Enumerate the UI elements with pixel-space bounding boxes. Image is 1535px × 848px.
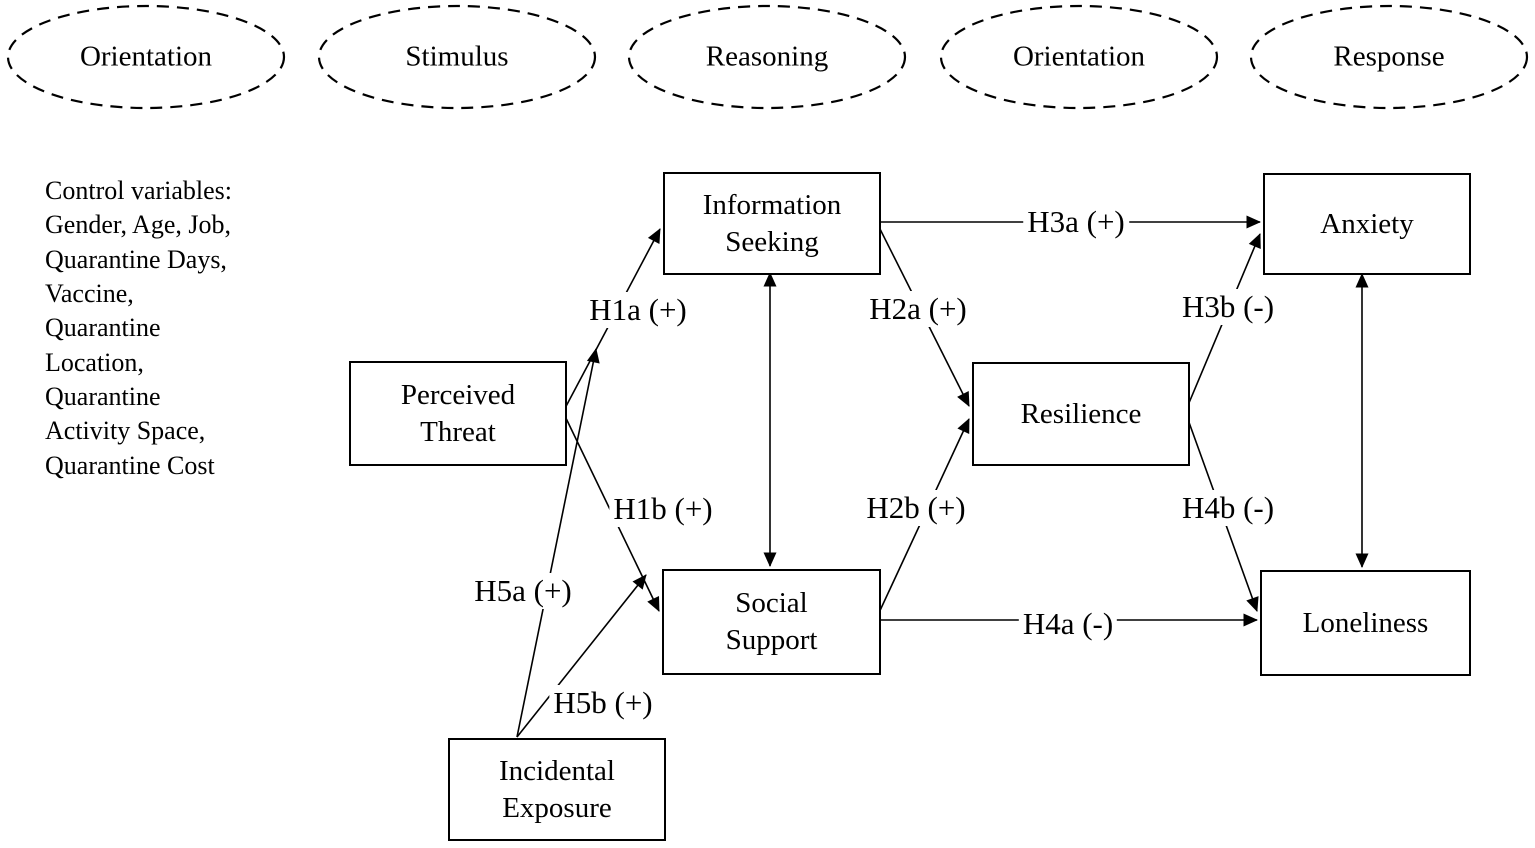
box-information-seeking: Information Seeking [663, 172, 881, 275]
box-social-support: Social Support [662, 569, 881, 675]
edge-label-h1a: H1a (+) [585, 292, 691, 328]
stage-label-orientation-1: Orientation [79, 40, 213, 73]
edge-label-h1b: H1b (+) [609, 491, 717, 527]
stage-ellipse-orientation-1 [6, 4, 286, 110]
stage-label-response: Response [1333, 40, 1445, 73]
stage-label-reasoning: Reasoning [705, 40, 829, 73]
edge-label-h5a: H5a (+) [470, 573, 576, 609]
stage-ellipse-reasoning [627, 4, 907, 110]
edge-label-h5b: H5b (+) [549, 685, 657, 721]
box-perceived-threat: Perceived Threat [349, 361, 567, 466]
arrow-h5b [516, 574, 647, 738]
control-variables-note: Control variables: Gender, Age, Job, Qua… [45, 176, 233, 480]
arrow-h5a [516, 348, 600, 738]
box-incidental-exposure: Incidental Exposure [448, 738, 666, 841]
edge-label-h4a: H4a (-) [1018, 606, 1118, 642]
stage-ellipse-stimulus [317, 4, 597, 110]
edge-label-h3b: H3b (-) [1177, 289, 1279, 325]
box-anxiety: Anxiety [1263, 173, 1471, 275]
stage-ellipse-orientation-2 [939, 4, 1219, 110]
edge-label-h4b: H4b (-) [1177, 490, 1279, 526]
box-loneliness: Loneliness [1260, 570, 1471, 676]
stage-label-stimulus: Stimulus [405, 40, 509, 73]
edge-label-h3a: H3a (+) [1023, 204, 1129, 240]
stage-label-orientation-2: Orientation [1012, 40, 1146, 73]
stage-ellipse-response [1249, 4, 1529, 110]
edge-label-h2a: H2a (+) [865, 291, 971, 327]
box-resilience: Resilience [972, 362, 1190, 466]
edge-label-h2b: H2b (+) [862, 490, 970, 526]
